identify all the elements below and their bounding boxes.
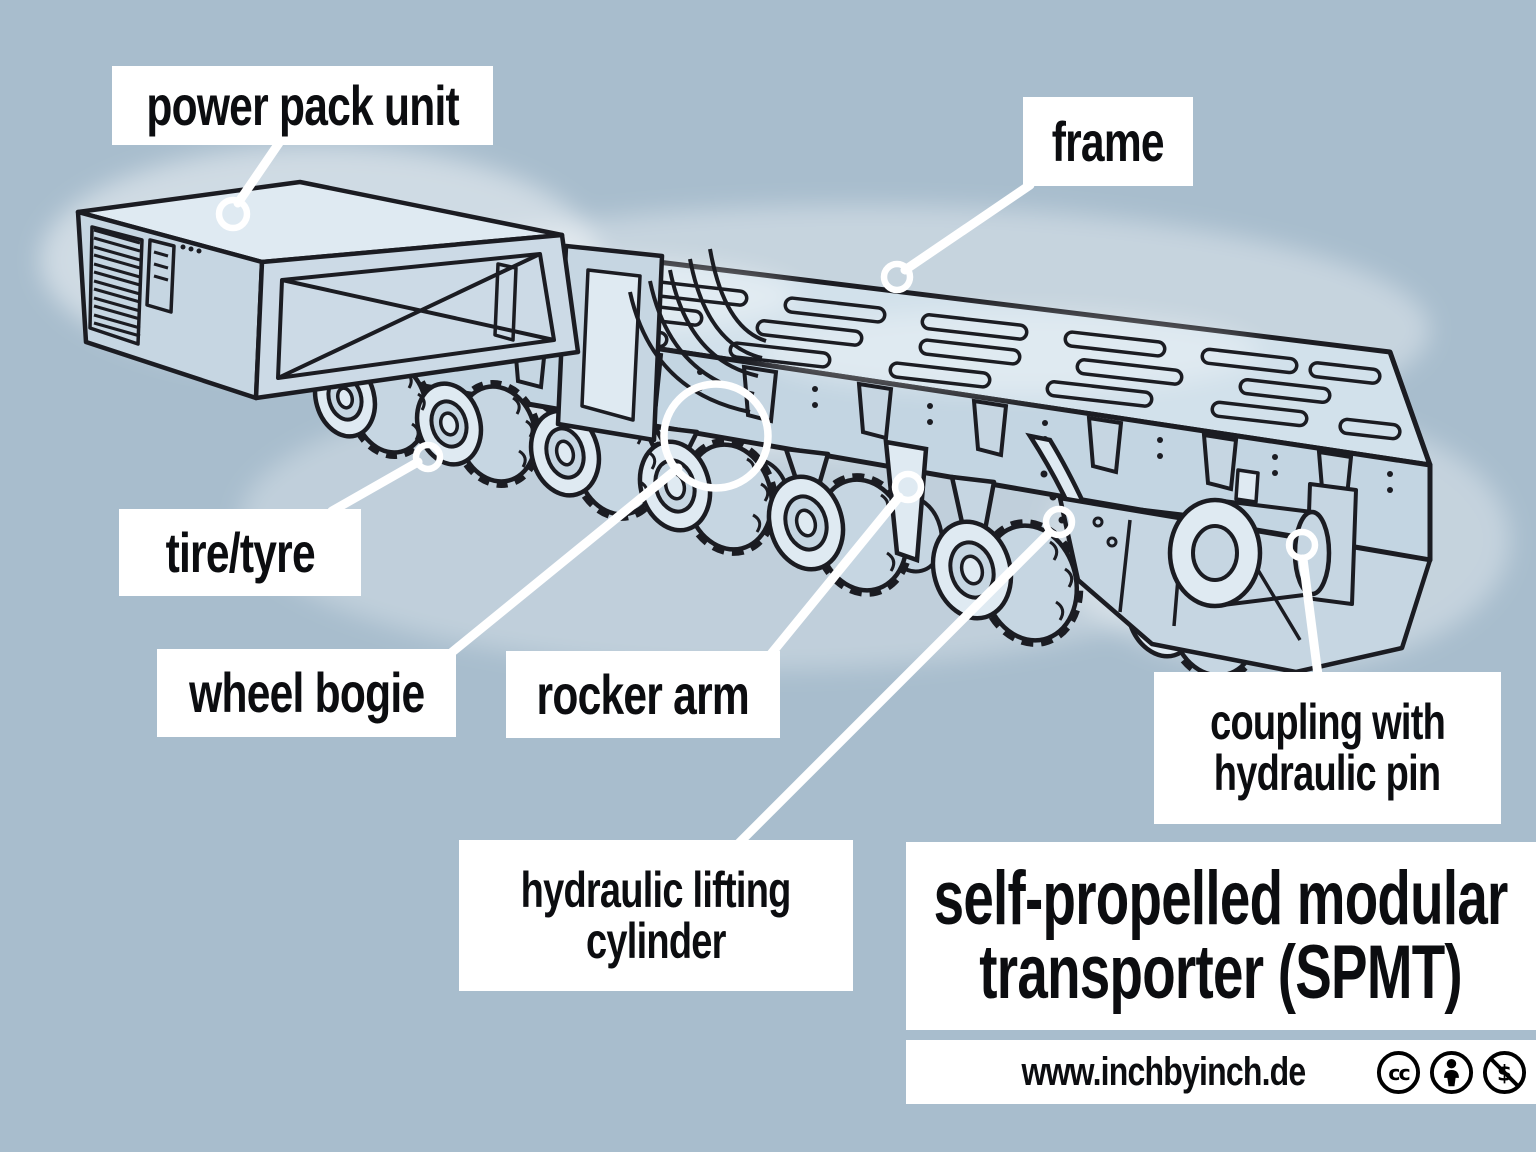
label-hydraulic-line2: cylinder — [586, 912, 726, 969]
label-rocker-arm-text: rocker arm — [536, 662, 750, 726]
footer-bar: www.inchbyinch.de cc $ — [906, 1040, 1536, 1104]
label-tire-tyre: tire/tyre — [119, 509, 361, 596]
leader-coupling — [1298, 554, 1323, 680]
label-frame-text: frame — [1051, 109, 1165, 173]
leader-power-pack — [233, 138, 284, 208]
target-coupling — [1285, 528, 1319, 562]
label-hydraulic-line1: hydraulic lifting — [521, 861, 792, 918]
website-url: www.inchbyinch.de — [1021, 1049, 1307, 1094]
diagram-title: self-propelled modular transporter (SPMT… — [906, 842, 1536, 1030]
leader-rocker-arm — [766, 492, 904, 659]
target-power-pack — [215, 196, 251, 232]
leader-tire — [327, 457, 423, 516]
wheel-bogie-5 — [766, 473, 914, 597]
leader-wheel-bogie — [446, 463, 683, 658]
diagram-title-line1: self-propelled modular — [934, 856, 1509, 942]
label-rocker-arm: rocker arm — [506, 651, 780, 738]
label-power-pack-unit-text: power pack unit — [146, 73, 459, 137]
label-frame: frame — [1023, 97, 1193, 186]
leader-hydraulic — [734, 528, 1054, 848]
wheel-bogie-2 — [414, 380, 543, 488]
noncommercial-icon: $ — [1482, 1050, 1527, 1094]
target-hydraulic — [1042, 505, 1076, 539]
label-coupling-with-hydraulic-pin: coupling with hydraulic pin — [1154, 672, 1501, 824]
coupling — [1167, 468, 1358, 609]
target-frame — [880, 260, 914, 294]
label-hydraulic-lifting-cylinder: hydraulic lifting cylinder — [459, 840, 853, 991]
target-tire — [412, 441, 444, 473]
target-rocker-arm — [891, 470, 925, 504]
label-wheel-bogie-text: wheel bogie — [188, 661, 425, 725]
diagram-title-text: self-propelled modular transporter (SPMT… — [934, 861, 1509, 1011]
wheel-bogie-4 — [637, 438, 779, 556]
label-power-pack-unit: power pack unit — [112, 66, 493, 145]
cc-icon: cc — [1376, 1050, 1421, 1094]
label-wheel-bogie: wheel bogie — [157, 649, 456, 737]
label-coupling-line1: coupling with — [1210, 694, 1446, 750]
leader-lines — [215, 138, 1323, 848]
attribution-icon — [1429, 1050, 1474, 1094]
target-wheel-bogie — [660, 380, 772, 492]
label-tire-tyre-text: tire/tyre — [165, 520, 315, 584]
label-coupling-line2: hydraulic pin — [1214, 745, 1441, 801]
svg-text:cc: cc — [1388, 1060, 1409, 1084]
leader-frame — [900, 180, 1035, 275]
front-bumper — [555, 243, 665, 443]
power-pack-unit — [75, 179, 581, 401]
diagram-title-line2: transporter (SPMT) — [979, 930, 1463, 1015]
